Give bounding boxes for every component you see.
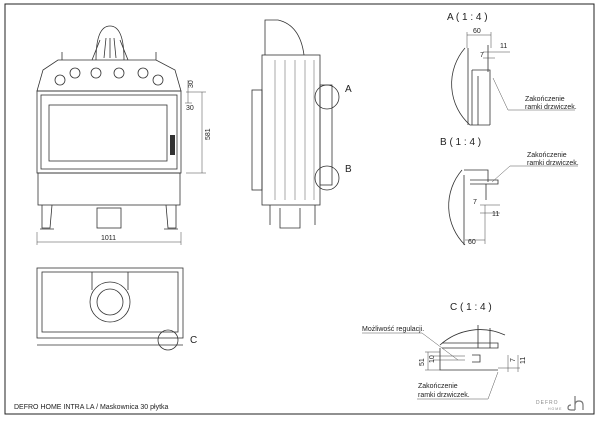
detail-c-note-1: Zakończenie	[418, 383, 458, 390]
detail-c-leader	[417, 371, 499, 400]
dim-side: 30	[186, 105, 194, 112]
detail-c-dim-10: 10	[429, 355, 436, 363]
detail-a-note-1: Zakończenie	[525, 96, 565, 103]
side-ribs	[274, 60, 315, 200]
glass-panel	[48, 104, 168, 162]
detail-c-note-2: ramki drzwiczek.	[418, 392, 470, 399]
detail-b-title: B ( 1 : 4 )	[440, 137, 481, 148]
detail-b-arc	[448, 169, 466, 246]
detail-b: B ( 1 : 4 ) 7 11 60 Zakończenie ramki dr…	[440, 137, 579, 246]
detail-b-dim-11: 11	[492, 211, 499, 218]
legs	[40, 204, 178, 230]
air-vents	[54, 67, 164, 86]
flue-inner	[96, 288, 124, 316]
svg-text:DEFRO: DEFRO	[536, 400, 559, 406]
detail-c-dims	[425, 351, 520, 372]
detail-b-dim-7: 7	[473, 199, 477, 206]
detail-a-title: A ( 1 : 4 )	[447, 12, 488, 23]
marker-c: C	[190, 335, 197, 346]
marker-a: A	[345, 84, 352, 95]
top-view: C	[36, 267, 197, 351]
detail-a-dim-60: 60	[473, 28, 481, 35]
lower-panel	[37, 172, 181, 206]
door-frame	[40, 94, 178, 170]
defro-home-logo: DEFRO HOME	[536, 396, 584, 411]
marker-b: B	[345, 164, 352, 175]
marker-b-circle	[314, 165, 340, 191]
detail-a-leader	[492, 77, 575, 111]
dimension-lines	[36, 80, 206, 245]
detail-a-dim-11: 11	[500, 43, 507, 50]
top-details	[37, 272, 183, 346]
marker-c-circle	[157, 329, 179, 351]
detail-c-arc	[439, 329, 506, 346]
detail-b-leader	[491, 165, 578, 183]
detail-a-note-2: ramki drzwiczek.	[525, 104, 577, 111]
marker-a-circle	[314, 84, 340, 110]
top-body	[36, 267, 184, 339]
detail-b-dim-60: 60	[468, 239, 476, 246]
detail-c: C ( 1 : 4 ) 51 10 7 11 Możliwość regulac…	[362, 302, 527, 400]
front-view: 1011 581 30 30	[36, 25, 212, 245]
air-inlet	[96, 207, 122, 229]
detail-c-dim-7: 7	[510, 358, 517, 362]
detail-a-profile	[467, 45, 491, 125]
detail-b-dims	[465, 204, 500, 244]
svg-text:HOME: HOME	[548, 407, 563, 411]
detail-a-dim-7: 7	[480, 52, 484, 59]
dim-height: 581	[205, 128, 212, 140]
side-body	[261, 54, 321, 206]
detail-c-title: C ( 1 : 4 )	[450, 302, 492, 313]
door-handle	[170, 135, 175, 155]
flue-dome	[91, 25, 129, 61]
detail-b-note-2: ramki drzwiczek.	[527, 160, 579, 167]
side-frame	[251, 89, 263, 191]
dim-width: 1011	[101, 235, 116, 242]
detail-a-arc	[451, 47, 490, 126]
drawing-frame	[4, 3, 595, 415]
footer-title: DEFRO HOME INTRA LA / Maskownica 30 płyt…	[14, 404, 169, 411]
detail-c-dim-51: 51	[419, 358, 426, 366]
detail-a-dims	[466, 32, 510, 59]
detail-c-adjust-leader	[362, 332, 459, 361]
detail-b-profile	[463, 169, 499, 245]
flue-outlet	[89, 281, 131, 323]
detail-a: A ( 1 : 4 ) 60 11 7 Zakończenie ramki dr…	[447, 12, 577, 126]
top-inner	[41, 271, 179, 333]
dim-top: 30	[188, 80, 195, 88]
door-profile	[319, 84, 333, 186]
detail-b-note-1: Zakończenie	[527, 152, 567, 159]
detail-c-profile	[439, 325, 499, 371]
side-legs	[269, 205, 316, 229]
detail-c-dim-11: 11	[520, 357, 527, 364]
side-flue	[264, 19, 305, 56]
detail-c-note-adjust: Możliwość regulacji.	[362, 326, 424, 333]
side-view: A B	[251, 19, 352, 229]
